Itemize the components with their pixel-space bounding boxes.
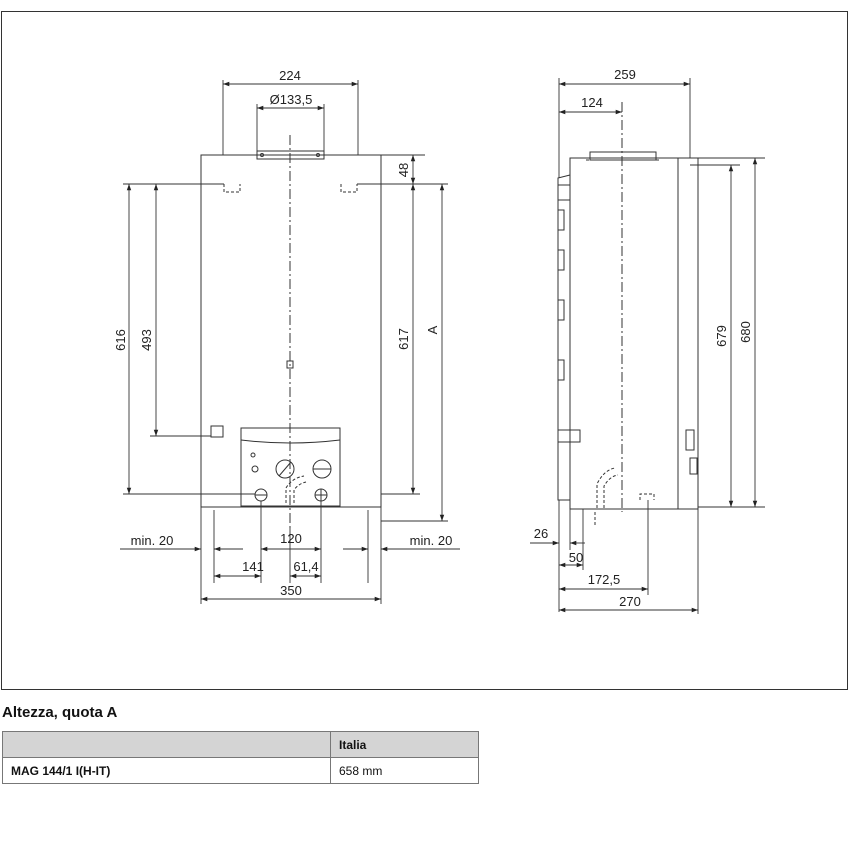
drawing-frame [1, 11, 848, 690]
dim-350: 350 [280, 583, 302, 598]
table-header-row: Italia [2, 731, 479, 758]
dim-flue-diameter: Ø133,5 [270, 92, 313, 107]
dim-493: 493 [139, 329, 154, 351]
table-row: MAG 144/1 I(H-IT) 658 mm [2, 757, 479, 784]
dim-50: 50 [569, 550, 583, 565]
pilot-button [251, 465, 259, 473]
control-knob-left [275, 459, 295, 479]
center-mark [286, 360, 294, 369]
technical-drawing: 224 Ø133,5 48 617 A 616 493 min. 20 min.… [113, 67, 765, 614]
dim-617: 617 [396, 328, 411, 350]
table-cell-model: MAG 144/1 I(H-IT) [2, 757, 331, 784]
pilot-indicator [250, 452, 256, 458]
dim-224: 224 [279, 68, 301, 83]
dim-679: 679 [714, 325, 729, 347]
heater-side-body [569, 157, 699, 510]
dim-141: 141 [242, 559, 264, 574]
dim-clearance-right: min. 20 [410, 533, 453, 548]
section-title: Altezza, quota A [2, 704, 118, 721]
dim-259: 259 [614, 67, 636, 82]
control-panel [240, 427, 341, 507]
table-header-country: Italia [330, 731, 479, 758]
dim-270: 270 [619, 594, 641, 609]
dim-680: 680 [738, 321, 753, 343]
front-dimensions [120, 80, 460, 604]
front-view [200, 135, 382, 528]
side-dimensions [530, 78, 765, 614]
dim-616: 616 [113, 329, 128, 351]
service-plug [210, 425, 224, 438]
table-cell-value: 658 mm [330, 757, 479, 784]
dim-61-4: 61,4 [293, 559, 318, 574]
height-table: Italia MAG 144/1 I(H-IT) 658 mm [2, 731, 479, 784]
table-header-model [2, 731, 331, 758]
dim-clearance-left: min. 20 [131, 533, 174, 548]
front-cover-profile [557, 174, 571, 501]
dim-a: A [425, 325, 440, 334]
dim-124: 124 [581, 95, 603, 110]
dim-120: 120 [280, 531, 302, 546]
dim-26: 26 [534, 526, 548, 541]
dim-48: 48 [396, 163, 411, 177]
side-view [557, 102, 699, 525]
heater-body [200, 154, 382, 508]
side-knob [557, 429, 581, 443]
dim-172-5: 172,5 [588, 572, 621, 587]
